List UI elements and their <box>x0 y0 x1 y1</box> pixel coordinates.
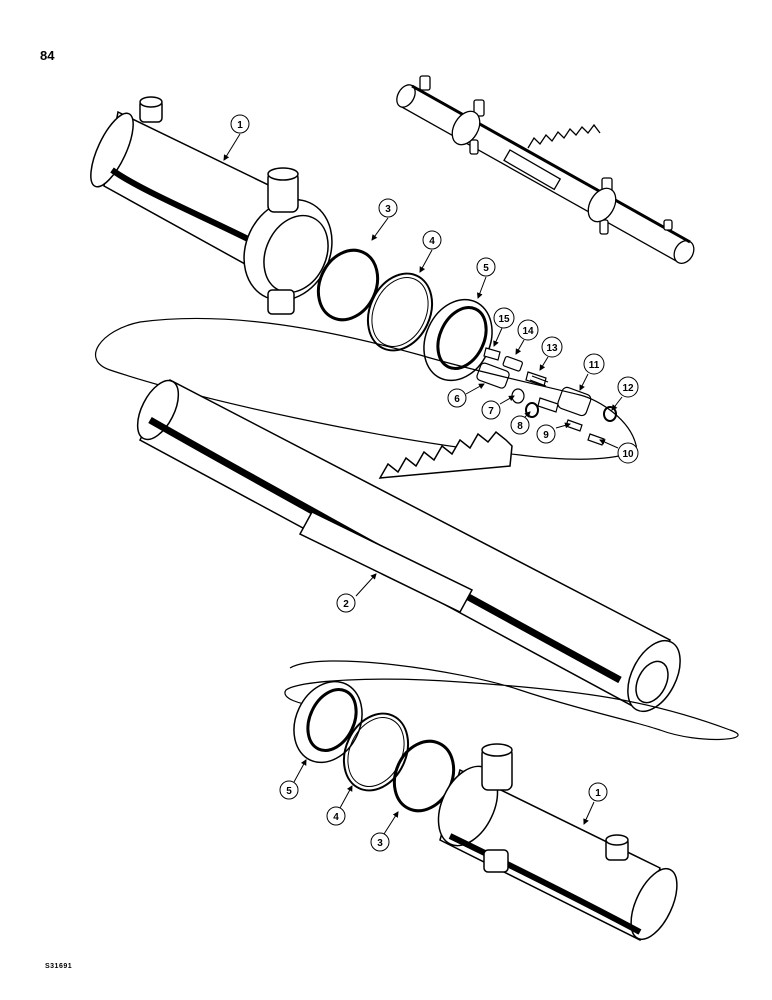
callout-10: 10 <box>617 442 639 464</box>
svg-text:12: 12 <box>622 383 634 394</box>
backup-ring-upper <box>366 272 434 352</box>
callout-1-upper: 1 <box>230 114 250 134</box>
callout-1-lower: 1 <box>588 782 608 802</box>
svg-text:11: 11 <box>589 360 600 371</box>
cylinder-barrel-upper <box>90 96 333 315</box>
svg-text:2: 2 <box>343 599 349 610</box>
callout-5-upper: 5 <box>476 257 496 277</box>
figure-code: S31691 <box>45 963 73 970</box>
seal-lower <box>293 680 363 764</box>
svg-text:13: 13 <box>546 343 558 354</box>
callout-11: 11 <box>583 353 605 375</box>
svg-text:6: 6 <box>454 394 460 405</box>
callout-4-lower: 4 <box>326 806 346 826</box>
svg-text:15: 15 <box>498 314 510 325</box>
assembled-cylinder-view <box>396 75 695 264</box>
callout-8: 8 <box>510 415 530 435</box>
svg-text:1: 1 <box>237 120 243 131</box>
callout-6: 6 <box>447 388 467 408</box>
svg-text:5: 5 <box>483 263 489 274</box>
svg-text:1: 1 <box>595 788 601 799</box>
callout-9: 9 <box>536 424 556 444</box>
svg-text:7: 7 <box>488 406 494 417</box>
callouts: 1 2 3 4 5 6 7 8 9 10 11 12 13 <box>223 114 639 852</box>
svg-text:3: 3 <box>377 838 383 849</box>
svg-text:4: 4 <box>333 812 339 823</box>
assembly-outline-lower <box>284 660 739 741</box>
callout-4-upper: 4 <box>422 230 442 250</box>
callout-3-upper: 3 <box>378 198 398 218</box>
svg-text:3: 3 <box>385 204 391 215</box>
callout-7: 7 <box>481 400 501 420</box>
page-number: 84 <box>40 48 55 63</box>
svg-text:9: 9 <box>543 430 549 441</box>
callout-3-lower: 3 <box>370 832 390 852</box>
cylinder-barrel-lower <box>437 743 678 942</box>
svg-text:5: 5 <box>286 786 292 797</box>
callout-5-lower: 5 <box>279 780 299 800</box>
relief-valve-parts <box>476 347 617 446</box>
callout-2: 2 <box>336 593 356 613</box>
piston-rack <box>136 378 681 713</box>
callout-13: 13 <box>541 336 563 358</box>
callout-12: 12 <box>617 376 639 398</box>
svg-text:4: 4 <box>429 236 435 247</box>
callout-15: 15 <box>493 307 515 329</box>
svg-text:8: 8 <box>517 421 523 432</box>
svg-text:14: 14 <box>522 326 534 337</box>
svg-text:10: 10 <box>622 449 634 460</box>
callout-14: 14 <box>517 319 539 341</box>
seal-upper <box>423 298 493 382</box>
